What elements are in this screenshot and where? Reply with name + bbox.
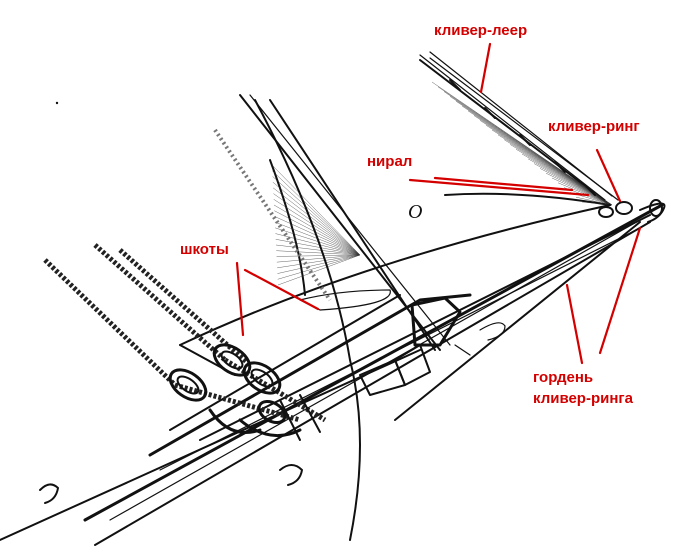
jib-hatch-line	[575, 196, 613, 206]
thimbles	[168, 343, 321, 441]
ink-dot	[55, 101, 59, 105]
jib-stay-hanks	[449, 79, 633, 218]
staysail-hatch-line	[277, 254, 361, 280]
jib-hatch-line	[581, 201, 613, 206]
leader-shkoty-2	[243, 268, 320, 311]
stays-and-ropes	[213, 51, 613, 541]
jib-hatch-line	[551, 177, 613, 206]
leader-niral-1	[408, 178, 590, 197]
leader-kliver-leer	[479, 42, 492, 94]
leader-niral-2	[433, 176, 574, 192]
jib-hatch-line	[533, 163, 613, 206]
staysail-hatch-line	[273, 199, 361, 256]
bowsprit-boom	[0, 199, 666, 546]
staysail	[179, 159, 611, 376]
leader-gorden-1	[565, 283, 584, 365]
leader-shkoty-1	[235, 261, 245, 337]
shroud-ropes	[43, 243, 327, 423]
leader-lines	[235, 42, 642, 365]
staysail-hatch-line	[277, 254, 361, 286]
jib-hatch-line	[539, 168, 613, 206]
leader-gorden-2	[598, 226, 642, 355]
staysail-hatch-line	[271, 164, 361, 256]
staysail-hatch-line	[272, 187, 361, 256]
label-kliver-ring: кливер-ринг	[548, 118, 640, 135]
label-niral: нирал	[367, 153, 412, 170]
staysail-hatch-line	[273, 193, 361, 256]
staysail-hatch-line	[272, 170, 361, 256]
label-o: O	[408, 201, 422, 223]
staysail-hatch-line	[272, 176, 361, 256]
label-shkoty: шкоты	[180, 241, 229, 258]
staysail-hatch-line	[276, 250, 361, 256]
label-gorden-2: кливер-ринга	[533, 390, 634, 407]
leader-kliver-ring	[595, 148, 622, 203]
staysail-hatch-line	[273, 204, 361, 256]
staysail-hatch-line	[277, 254, 361, 274]
staysail-hatch-line	[276, 254, 361, 263]
staysail-hatch-line	[276, 254, 361, 257]
staysail-hatch-line	[272, 181, 361, 256]
staysail-hatch-line	[274, 210, 361, 256]
label-kliver-leer: кливер-леер	[434, 22, 527, 39]
staysail-hatch-line	[275, 239, 361, 256]
jib-hatch-line	[545, 172, 613, 206]
labels: кливер-леер кливер-ринг нирал шкоты горд…	[180, 22, 640, 407]
staysail-hatch-line	[275, 244, 361, 256]
label-gorden-1: гордень	[533, 369, 593, 386]
staysail-hatch-line	[277, 254, 361, 269]
